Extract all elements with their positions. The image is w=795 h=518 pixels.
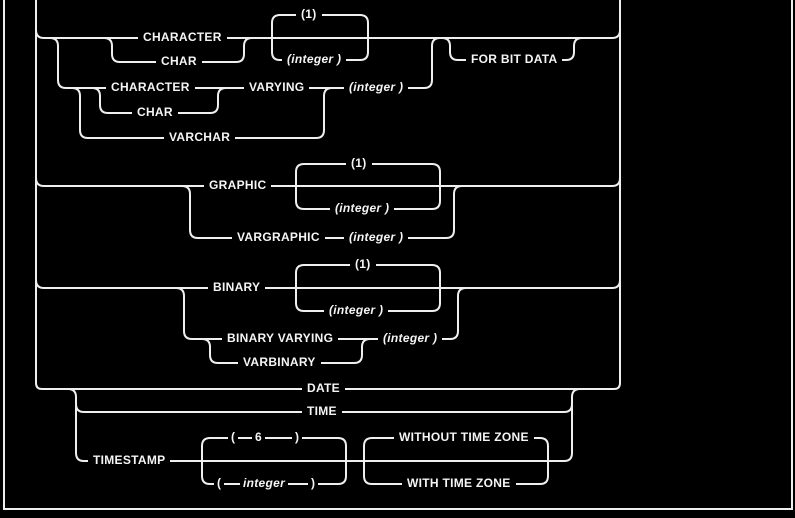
integer-arg: (integer ) xyxy=(330,201,395,216)
keyword-with-time-zone: WITH TIME ZONE xyxy=(402,476,516,491)
keyword-character-2: CHARACTER xyxy=(106,80,195,95)
keyword-character: CHARACTER xyxy=(138,30,227,45)
default-length-1: (1) xyxy=(296,7,322,22)
integer-arg: (integer ) xyxy=(282,52,347,67)
frame-border xyxy=(3,0,793,510)
keyword-vargraphic: VARGRAPHIC xyxy=(232,230,325,245)
default-length-1: (1) xyxy=(346,156,372,171)
keyword-varbinary: VARBINARY xyxy=(238,355,321,370)
keyword-binary: BINARY xyxy=(208,280,266,295)
default-precision-6: 6 xyxy=(252,430,265,445)
keyword-varying: VARYING xyxy=(244,80,310,95)
integer-word: integer xyxy=(240,476,289,491)
paren-open: ( xyxy=(228,430,239,445)
keyword-char-2: CHAR xyxy=(132,105,178,120)
paren-open: ( xyxy=(214,476,225,491)
keyword-time: TIME xyxy=(302,404,342,419)
keyword-for-bit-data: FOR BIT DATA xyxy=(466,52,563,67)
keyword-graphic: GRAPHIC xyxy=(204,178,272,193)
integer-arg: (integer ) xyxy=(344,80,409,95)
integer-arg: (integer ) xyxy=(324,303,389,318)
keyword-date: DATE xyxy=(302,381,345,396)
paren-close: ) xyxy=(292,430,303,445)
keyword-without-time-zone: WITHOUT TIME ZONE xyxy=(394,430,534,445)
keyword-timestamp: TIMESTAMP xyxy=(88,453,171,468)
default-length-1: (1) xyxy=(350,257,376,272)
keyword-binary-varying: BINARY VARYING xyxy=(222,331,339,346)
paren-close: ) xyxy=(308,476,319,491)
keyword-char: CHAR xyxy=(156,54,202,69)
integer-arg: (integer ) xyxy=(378,331,443,346)
keyword-varchar: VARCHAR xyxy=(164,130,236,145)
integer-arg: (integer ) xyxy=(344,230,409,245)
